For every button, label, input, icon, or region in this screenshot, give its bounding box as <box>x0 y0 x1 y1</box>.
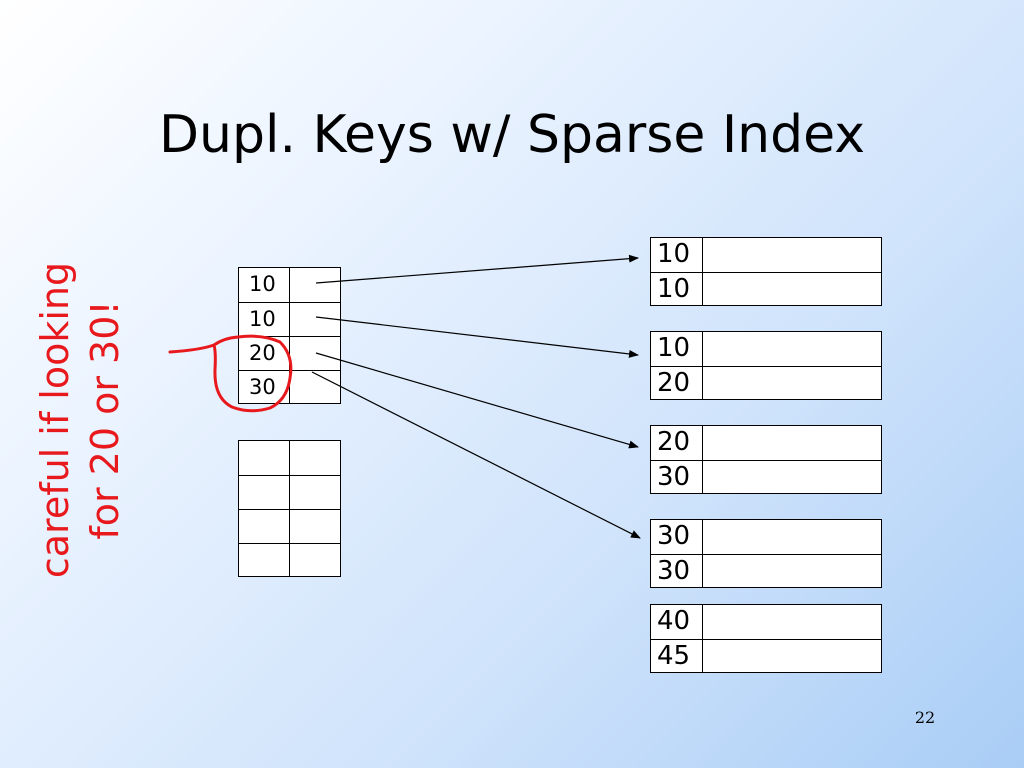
data-block-1: 10 10 <box>650 237 882 306</box>
data-record: 30 <box>651 520 881 554</box>
data-record: 10 <box>651 332 881 366</box>
index-key: 10 <box>239 268 290 302</box>
data-record: 45 <box>651 639 881 673</box>
data-block-4: 30 30 <box>650 519 882 588</box>
sparse-index-block: 10 10 20 30 <box>238 267 341 404</box>
data-block-3: 20 30 <box>650 425 882 494</box>
pointer-arrow <box>315 352 639 449</box>
pointer-arrow <box>311 371 641 539</box>
annotation-bracket-mark <box>168 334 293 413</box>
record-key: 10 <box>651 332 703 366</box>
record-key: 45 <box>651 640 703 673</box>
slide-title: Dupl. Keys w/ Sparse Index <box>158 105 865 165</box>
data-record: 30 <box>651 460 881 494</box>
data-record: 10 <box>651 272 881 306</box>
data-record: 30 <box>651 554 881 588</box>
index-key: 10 <box>239 303 290 336</box>
record-key: 20 <box>651 367 703 400</box>
empty-index-entry <box>239 509 340 543</box>
empty-index-block <box>238 440 341 577</box>
pointer-arrow <box>315 316 639 358</box>
data-record: 10 <box>651 238 881 272</box>
record-key: 30 <box>651 520 703 554</box>
empty-index-entry <box>239 475 340 509</box>
empty-index-entry <box>239 441 340 475</box>
empty-index-entry <box>239 543 340 577</box>
record-key: 30 <box>651 555 703 588</box>
data-record: 20 <box>651 426 881 460</box>
record-key: 30 <box>651 461 703 494</box>
index-key: 30 <box>239 371 290 404</box>
record-key: 10 <box>651 238 703 272</box>
data-record: 40 <box>651 605 881 639</box>
pointer-arrow <box>315 254 639 284</box>
data-record: 20 <box>651 366 881 400</box>
record-key: 40 <box>651 605 703 639</box>
page-number: 22 <box>914 708 936 727</box>
index-entry: 10 <box>239 302 340 336</box>
record-key: 20 <box>651 426 703 460</box>
data-block-5: 40 45 <box>650 604 882 673</box>
data-block-2: 10 20 <box>650 331 882 400</box>
index-entry: 10 <box>239 268 340 302</box>
record-key: 10 <box>651 273 703 306</box>
